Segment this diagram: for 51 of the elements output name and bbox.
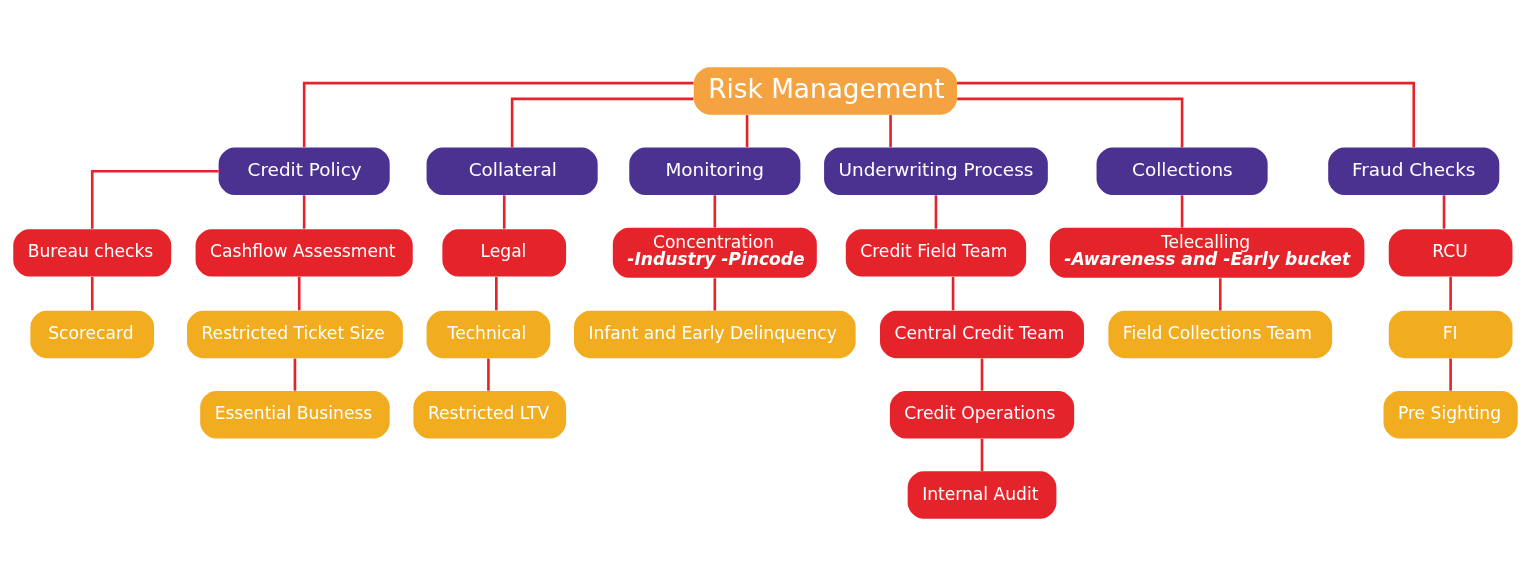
- connector: [90, 276, 94, 311]
- connector: [889, 115, 892, 148]
- connector: [302, 81, 694, 148]
- connector: [980, 438, 984, 471]
- node-box: Infant and Early Delinquency: [574, 310, 856, 359]
- connector: [1180, 195, 1184, 228]
- node-box: Bureau checks: [13, 229, 172, 277]
- node-box: Central Credit Team: [880, 310, 1085, 359]
- connector: [487, 358, 490, 391]
- connector: [510, 97, 694, 148]
- node-box: Credit Field Team: [845, 229, 1027, 277]
- node-box: Fraud Checks: [1328, 147, 1500, 195]
- node-box: Cashflow Assessment: [195, 229, 413, 277]
- connector: [293, 358, 297, 391]
- connector: [951, 276, 955, 311]
- node-box: Credit Policy: [218, 147, 390, 195]
- connector: [713, 278, 717, 311]
- node-box: Field Collections Team: [1108, 310, 1333, 359]
- node-box: RCU: [1388, 229, 1513, 277]
- connector: [502, 195, 506, 229]
- node-box: Scorecard: [30, 310, 155, 359]
- node-box: Restricted Ticket Size: [187, 310, 403, 359]
- node-box: Credit Operations: [889, 391, 1075, 439]
- node-box: Pre Sighting: [1383, 391, 1518, 439]
- connector: [90, 169, 219, 229]
- connector: [957, 97, 1184, 148]
- node-box: Telecalling -Awareness and -Early bucket: [1049, 227, 1365, 278]
- connector: [957, 81, 1416, 148]
- node-box: Legal: [442, 229, 567, 277]
- connector: [297, 276, 301, 311]
- connector: [745, 115, 749, 148]
- node-box: Restricted LTV: [413, 391, 567, 439]
- node-box: Collateral: [426, 147, 598, 195]
- node-box: Essential Business: [200, 391, 390, 439]
- node-box: Monitoring: [629, 147, 801, 195]
- connector: [1449, 358, 1452, 391]
- connector: [1442, 195, 1446, 229]
- node-box: Concentration -Industry -Pincode: [612, 227, 817, 278]
- node-box: Risk Management: [693, 67, 957, 115]
- node-box: Collections: [1096, 147, 1268, 195]
- node-box: Underwriting Process: [824, 147, 1048, 195]
- connector: [934, 195, 938, 229]
- node-box: FI: [1388, 310, 1513, 359]
- connector: [713, 195, 717, 228]
- connector: [495, 276, 498, 311]
- connector: [980, 358, 984, 391]
- connector: [1218, 278, 1222, 311]
- connector: [1449, 276, 1452, 311]
- connector: [302, 195, 306, 229]
- node-box: Internal Audit: [907, 471, 1057, 519]
- node-box: Technical: [426, 310, 551, 359]
